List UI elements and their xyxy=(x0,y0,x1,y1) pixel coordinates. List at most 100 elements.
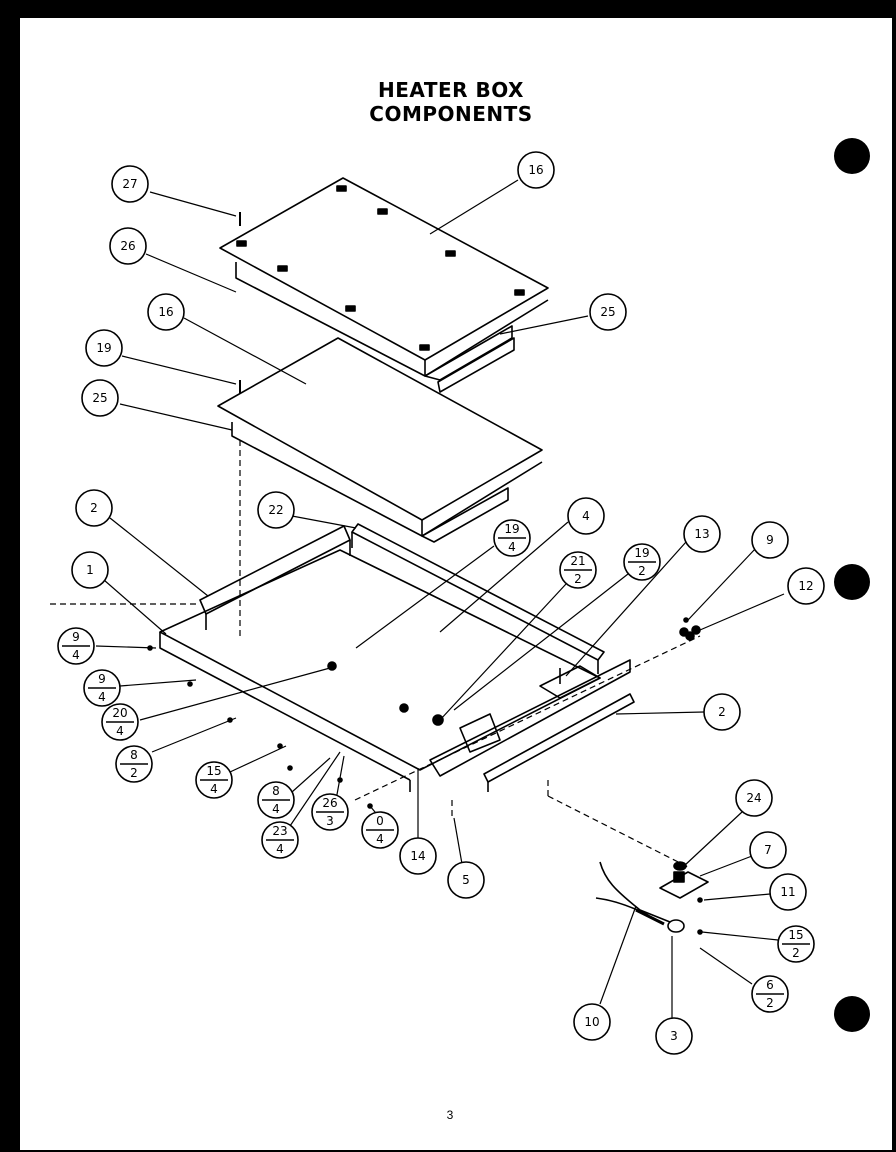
svg-text:4: 4 xyxy=(582,509,590,523)
second-cover-plate xyxy=(217,337,543,543)
svg-text:2: 2 xyxy=(638,564,646,578)
callout-12: 12 xyxy=(787,567,825,605)
back-rail xyxy=(351,523,605,684)
callout-16-top: 16 xyxy=(517,151,555,189)
callout-23-4: 234 xyxy=(261,821,299,859)
svg-text:4: 4 xyxy=(276,842,284,856)
callout-14: 14 xyxy=(399,837,437,875)
svg-text:24: 24 xyxy=(746,791,761,805)
svg-text:9: 9 xyxy=(766,533,774,547)
svg-text:16: 16 xyxy=(158,305,173,319)
callout-20-4: 204 xyxy=(101,703,139,741)
callout-26-top: 26 xyxy=(109,227,147,265)
svg-text:3: 3 xyxy=(326,814,334,828)
svg-text:15: 15 xyxy=(206,764,221,778)
callout-8-2: 82 xyxy=(115,745,153,783)
svg-text:2: 2 xyxy=(130,766,138,780)
drawing-sheet xyxy=(20,18,892,1150)
svg-text:3: 3 xyxy=(670,1029,678,1043)
callout-9-4-lower: 94 xyxy=(83,669,121,707)
leader-lines xyxy=(95,179,785,1018)
callout-1: 1 xyxy=(71,551,109,589)
side-rail-right xyxy=(483,693,635,792)
svg-text:2: 2 xyxy=(574,572,582,586)
callout-24: 24 xyxy=(735,779,773,817)
svg-text:21: 21 xyxy=(570,554,585,568)
svg-text:11: 11 xyxy=(780,885,795,899)
callout-9-right: 9 xyxy=(751,521,789,559)
page-title: HEATER BOX COMPONENTS xyxy=(369,78,533,126)
binder-hole-bottom xyxy=(834,996,870,1032)
svg-text:4: 4 xyxy=(72,648,80,662)
svg-text:9: 9 xyxy=(72,630,80,644)
svg-text:23: 23 xyxy=(272,824,287,838)
svg-text:16: 16 xyxy=(528,163,543,177)
callout-19-2: 192 xyxy=(623,543,661,581)
callout-0-4: 04 xyxy=(361,811,399,849)
callout-19-4: 194 xyxy=(493,519,531,557)
binder-hole-top xyxy=(834,138,870,174)
base-pan xyxy=(159,549,631,792)
callout-3: 3 xyxy=(655,1017,693,1055)
svg-text:13: 13 xyxy=(694,527,709,541)
svg-text:2: 2 xyxy=(718,705,726,719)
svg-text:8: 8 xyxy=(130,748,138,762)
svg-text:4: 4 xyxy=(116,724,124,738)
callout-2-left: 2 xyxy=(75,489,113,527)
svg-text:4: 4 xyxy=(508,540,516,554)
callout-2-right: 2 xyxy=(703,693,741,731)
svg-text:10: 10 xyxy=(584,1015,599,1029)
callout-5: 5 xyxy=(447,861,485,899)
top-cover-plate xyxy=(219,177,549,381)
callout-13: 13 xyxy=(683,515,721,553)
svg-text:25: 25 xyxy=(600,305,615,319)
callout-26-3: 263 xyxy=(311,793,349,831)
svg-text:2: 2 xyxy=(766,996,774,1010)
alignment-lines xyxy=(50,440,701,869)
callout-6-2: 62 xyxy=(751,975,789,1013)
binder-hole-middle xyxy=(834,564,870,600)
svg-text:5: 5 xyxy=(462,873,470,887)
svg-text:22: 22 xyxy=(268,503,283,517)
svg-text:15: 15 xyxy=(788,928,803,942)
svg-text:2: 2 xyxy=(90,501,98,515)
callout-27: 27 xyxy=(111,165,149,203)
svg-text:26: 26 xyxy=(120,239,135,253)
callout-4: 4 xyxy=(567,497,605,535)
callout-11: 11 xyxy=(769,873,807,911)
svg-text:19: 19 xyxy=(634,546,649,560)
svg-text:14: 14 xyxy=(410,849,425,863)
callout-9-4-upper: 94 xyxy=(57,627,95,665)
callout-25-middle: 25 xyxy=(81,379,119,417)
svg-text:8: 8 xyxy=(272,784,280,798)
callout-22: 22 xyxy=(257,491,295,529)
svg-text:0: 0 xyxy=(376,814,384,828)
callout-25-top: 25 xyxy=(589,293,627,331)
svg-text:19: 19 xyxy=(96,341,111,355)
side-rail-left xyxy=(199,525,351,630)
svg-text:25: 25 xyxy=(92,391,107,405)
callout-19-top: 19 xyxy=(85,329,123,367)
svg-text:6: 6 xyxy=(766,978,774,992)
svg-text:4: 4 xyxy=(376,832,384,846)
callout-15-2: 152 xyxy=(777,925,815,963)
valve-assembly xyxy=(595,861,709,933)
svg-text:20: 20 xyxy=(112,706,127,720)
callout-16-middle: 16 xyxy=(147,293,185,331)
svg-text:4: 4 xyxy=(210,782,218,796)
callout-15-4: 154 xyxy=(195,761,233,799)
svg-text:2: 2 xyxy=(792,946,800,960)
svg-text:27: 27 xyxy=(122,177,137,191)
svg-text:4: 4 xyxy=(98,690,106,704)
svg-text:19: 19 xyxy=(504,522,519,536)
hardware-bits xyxy=(147,617,703,935)
svg-text:26: 26 xyxy=(322,796,337,810)
insulation-block-upper xyxy=(437,337,515,393)
svg-text:7: 7 xyxy=(764,843,772,857)
svg-text:4: 4 xyxy=(272,802,280,816)
callout-7: 7 xyxy=(749,831,787,869)
callout-8-4: 84 xyxy=(257,781,295,819)
svg-text:9: 9 xyxy=(98,672,106,686)
callouts: 27 16 26 25 16 19 25 2 22 194 4 13 9 1 2… xyxy=(57,151,825,1055)
